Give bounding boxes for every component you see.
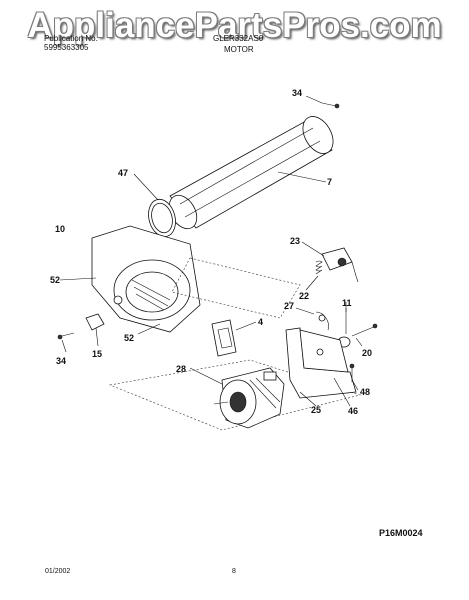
publication-number: 5995363305: [44, 43, 89, 52]
callout-11: 11: [342, 298, 352, 308]
publication-label: Publication No.: [44, 34, 98, 43]
callout-52-lower: 52: [124, 333, 134, 343]
duct-part: [168, 116, 334, 230]
callout-22: 22: [299, 291, 309, 301]
blower-housing-part: [91, 225, 201, 333]
model-number: GLER332AS0: [213, 34, 264, 43]
spring-part: [315, 260, 323, 275]
bolt-part: [351, 323, 378, 337]
section-title: MOTOR: [224, 45, 254, 54]
callout-4: 4: [258, 317, 263, 327]
switch-part: [321, 247, 359, 283]
callout-15: 15: [92, 349, 102, 359]
seal-ring-part: [148, 198, 176, 238]
callout-27: 27: [284, 301, 294, 311]
callout-48: 48: [360, 387, 370, 397]
screw-part: [349, 363, 355, 382]
callout-34-left: 34: [56, 356, 66, 366]
footer-date: 01/2002: [45, 568, 71, 575]
callout-7: 7: [327, 177, 332, 187]
callout-10: 10: [55, 224, 65, 234]
callout-23: 23: [290, 236, 300, 246]
clip-part: [85, 313, 105, 331]
callout-25: 25: [311, 405, 321, 415]
motor-part: [213, 367, 285, 429]
leader-lines: [59, 95, 363, 407]
diagram-reference: P16M0024: [379, 528, 423, 538]
callout-labels: 34 47 7 10 23 52 22 27 11 4 15 52 34 20 …: [50, 88, 372, 416]
callout-47: 47: [118, 168, 128, 178]
callout-34-top: 34: [292, 88, 302, 98]
screw-part: [321, 102, 340, 109]
bracket-part: [211, 319, 237, 357]
callout-28: 28: [176, 364, 186, 374]
pulley-spring-part: [315, 311, 329, 331]
callout-46: 46: [348, 406, 358, 416]
watermark: AppliancePartsPros.com: [27, 6, 442, 45]
screw-part: [57, 332, 75, 340]
callout-52-left: 52: [50, 275, 60, 285]
footer-page-number: 8: [232, 568, 236, 575]
callout-20: 20: [362, 348, 372, 358]
